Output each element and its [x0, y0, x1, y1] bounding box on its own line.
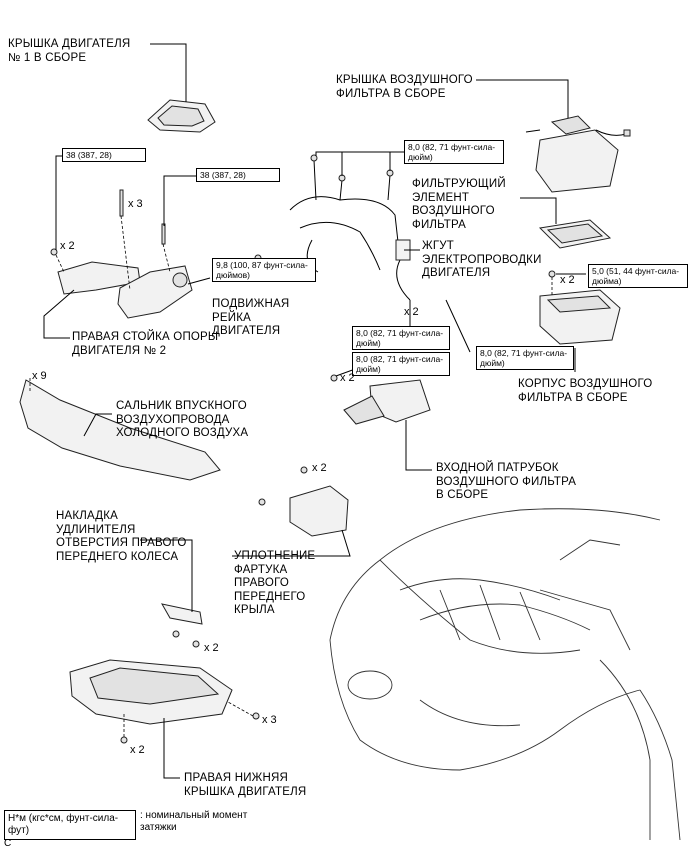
torque-box-6: 8,0 (82, 71 фунт-сила-дюйм)	[352, 326, 450, 350]
qty-case-bolts: x 2	[560, 274, 575, 286]
torque-box-3: 8,0 (82, 71 фунт-сила-дюйм)	[404, 140, 504, 164]
qty-fender-seal-clips: x 2	[312, 462, 327, 474]
figure-code: C	[4, 838, 12, 849]
fender-apron-seal-part	[289, 485, 349, 537]
wheel-opening-extension-pad-part	[161, 603, 203, 625]
vehicle-front-outline	[329, 508, 681, 841]
torque-box-2: 38 (387, 28)	[196, 168, 280, 182]
qty-intake-seal-clips: x 9	[32, 370, 47, 382]
leader-filter-element	[520, 197, 557, 224]
qty-mount-stay-bolts: x 2	[60, 240, 75, 252]
legend-torque-units: Н*м (кгс*см, фунт-сила-фут)	[4, 810, 136, 840]
qty-extension-pad-clips: x 2	[204, 642, 219, 654]
leader-air-cleaner-cap	[476, 79, 569, 118]
leader-wheel-opening	[140, 539, 193, 612]
leader-engine-cover	[150, 43, 187, 102]
torque-box-4: 9,8 (100, 87 фунт-сила-дюймов)	[212, 258, 316, 282]
torque-box-7: 8,0 (82, 71 фунт-сила-дюйм)	[352, 352, 450, 376]
torque-box-8: 8,0 (82, 71 фунт-сила-дюйм)	[476, 346, 574, 370]
leader-intake-seal	[83, 413, 112, 437]
qty-inlet-bolts: x 2	[340, 372, 355, 384]
qty-harness-bolts: x 2	[404, 306, 419, 318]
leader-under-cover	[163, 718, 180, 779]
leader-torque-8	[445, 299, 471, 353]
legend-description: : номинальный момент затяжки	[140, 810, 248, 833]
torque-box-5: 5,0 (51, 44 фунт-сила-дюйма)	[588, 264, 688, 288]
torque-box-1: 38 (387, 28)	[62, 148, 146, 162]
leader-inlet	[405, 420, 432, 471]
qty-control-rod-bolts: x 3	[128, 198, 143, 210]
leader-torque-2	[163, 175, 196, 226]
leader-control-rod	[187, 277, 211, 285]
leader-torque-1	[55, 155, 62, 250]
leader-mount-stay	[43, 289, 75, 339]
qty-under-cover-screws: x 3	[262, 714, 277, 726]
leader-fender-seal	[232, 529, 351, 557]
air-cleaner-cap-part	[535, 129, 619, 193]
leader-torque-3	[315, 151, 404, 176]
engine-wire-harness-part	[289, 196, 411, 301]
qty-under-cover-clips: x 2	[130, 744, 145, 756]
cool-air-intake-duct-seal-part	[19, 379, 221, 481]
